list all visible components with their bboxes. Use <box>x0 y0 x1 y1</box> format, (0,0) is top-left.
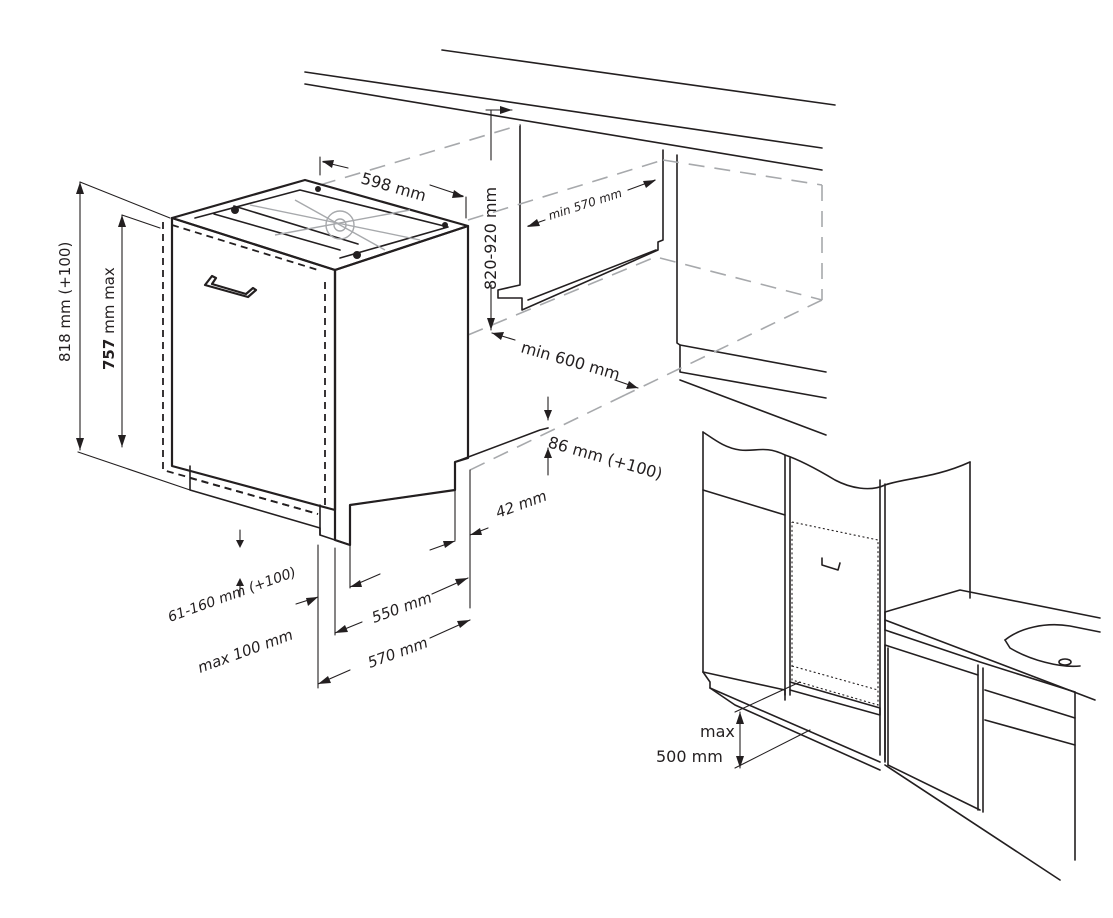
label-820-920: 820-920 mm <box>481 187 500 290</box>
kitchen-illustration <box>702 431 1101 881</box>
label-42: 42 mm <box>493 487 549 522</box>
label-max: max <box>700 722 735 741</box>
label-570: 570 mm <box>365 633 430 671</box>
dishwasher-body <box>170 178 549 547</box>
label-min-570: min 570 mm <box>547 186 624 223</box>
label-757-unit: mm max <box>100 267 118 339</box>
label-550: 550 mm <box>369 588 434 626</box>
label-757: 757 mm max <box>100 267 118 370</box>
label-min-600: min 600 mm <box>519 338 622 384</box>
label-818: 818 mm (+100) <box>56 242 74 362</box>
label-max-100: max 100 mm <box>195 626 295 677</box>
label-86: 86 mm (+100) <box>546 433 665 484</box>
label-500: 500 mm <box>656 747 723 766</box>
dimension-lines <box>76 106 656 689</box>
label-598: 598 mm <box>359 169 428 206</box>
guide-lines <box>319 124 823 471</box>
label-61-160: 61-160 mm (+100) <box>166 565 298 626</box>
door-panel-outline <box>162 222 326 515</box>
label-757-value: 757 <box>100 339 118 370</box>
countertop-and-cabinet <box>304 49 836 436</box>
